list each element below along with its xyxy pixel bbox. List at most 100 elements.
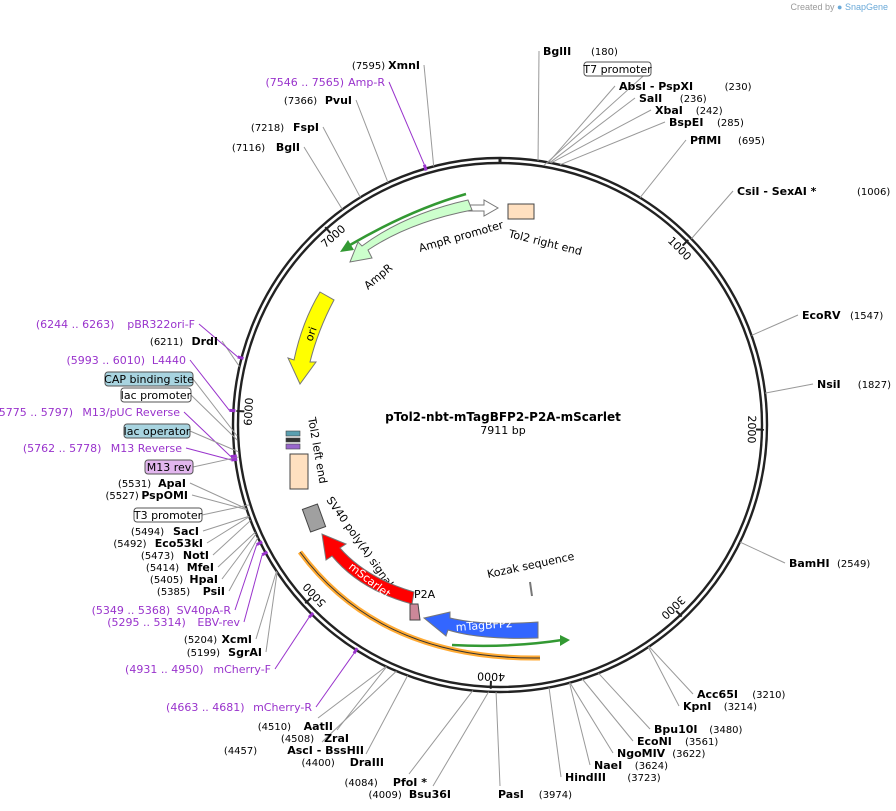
ori-arrow[interactable] (287, 291, 335, 385)
mtagbfp2-arrow[interactable] (422, 611, 539, 639)
lac-promoter-label[interactable]: lac promoter (120, 387, 192, 403)
primer-range: (5295 .. 5314) (107, 616, 186, 629)
feature-leader (201, 504, 250, 516)
site-position: (3561) (685, 737, 718, 748)
restriction-site[interactable]: SacI(5494) (131, 525, 199, 538)
restriction-site[interactable]: BglI(7116) (232, 141, 300, 154)
t7-promoter-label[interactable]: T7 promoter (582, 61, 652, 77)
label-box (120, 387, 192, 403)
primer[interactable]: M13 Reverse(5762 .. 5778) (23, 442, 182, 455)
ampr-promoter-arrow[interactable] (467, 199, 500, 217)
restriction-site[interactable]: SgrAI(5199) (187, 646, 262, 659)
restriction-site[interactable]: DraIII(4400) (302, 756, 384, 769)
tol2-right-end-box[interactable] (507, 203, 535, 220)
primer[interactable]: mCherry-F(4931 .. 4950) (125, 663, 271, 676)
p2a-box[interactable] (409, 603, 421, 621)
lac-promoter-box[interactable] (285, 443, 301, 450)
restriction-site[interactable]: PsiI(5385) (157, 585, 225, 598)
site-position: (5414) (146, 563, 179, 574)
restriction-site[interactable]: PasI(3974) (498, 788, 572, 801)
site-position: (695) (738, 136, 765, 147)
primer[interactable]: pBR322ori-F(6244 .. 6263) (36, 318, 195, 331)
primer-mark (352, 647, 359, 655)
restriction-site[interactable]: PvuI(7366) (284, 94, 352, 107)
primer-leader (198, 323, 239, 358)
primer[interactable]: L4440(5993 .. 6010) (66, 354, 186, 367)
restriction-site[interactable]: EcoNI(3561) (637, 735, 718, 748)
site-position: (3214) (724, 702, 757, 713)
restriction-site[interactable]: AatII(4510) (258, 720, 333, 733)
primer[interactable]: Amp-R (7546 .. 7565) (265, 76, 385, 89)
site-position: (5405) (150, 575, 183, 586)
restriction-site[interactable]: AbsI - PspXI(230) (619, 80, 752, 93)
ampr-orf-arrowhead (340, 240, 354, 252)
lac-operator-box[interactable] (285, 430, 301, 437)
tol2-left-end-box[interactable] (289, 453, 309, 490)
site-name: PfoI * (393, 776, 427, 789)
restriction-site[interactable]: MfeI(5414) (146, 561, 214, 574)
restriction-site[interactable]: Eco53kI(5492) (113, 537, 203, 550)
restriction-site[interactable]: HindIII(3723) (565, 771, 661, 784)
restriction-site[interactable]: XbaI(242) (655, 104, 723, 117)
restriction-site[interactable]: Bpu10I(3480) (654, 723, 743, 736)
site-name: Eco53kI (155, 537, 203, 550)
primer[interactable]: SV40pA-R(5349 .. 5368) (92, 604, 232, 617)
primer[interactable]: M13/pUC Reverse(5775 .. 5797) (0, 406, 180, 419)
restriction-site[interactable]: HpaI(5405) (150, 573, 218, 586)
restriction-site[interactable]: EcoRV(1547) (802, 309, 883, 322)
primer-leader (189, 359, 230, 411)
primer-mark (261, 550, 269, 557)
restriction-site[interactable]: NgoMIV(3622) (617, 747, 706, 760)
restriction-site[interactable]: DrdI(6211) (150, 335, 218, 348)
primer[interactable]: EBV-rev(5295 .. 5314) (107, 616, 240, 629)
mscarlet-arrow[interactable] (321, 533, 415, 605)
m13-rev-label[interactable]: M13 rev (144, 459, 194, 475)
restriction-site[interactable]: FspI(7218) (251, 121, 319, 134)
site-name: DrdI (191, 335, 218, 348)
restriction-site[interactable]: NsiI(1827) (817, 378, 891, 391)
plasmid-length: 7911 bp (480, 424, 525, 437)
primer-name: Amp-R (348, 76, 385, 89)
restriction-site[interactable]: BspEI(285) (669, 116, 744, 129)
restriction-site[interactable]: AscI - BssHII(4457) (224, 744, 364, 757)
restriction-site[interactable]: XcmI(5204) (184, 633, 252, 646)
restriction-site[interactable]: Acc65I(3210) (697, 688, 786, 701)
primer-range: (7546 .. 7565) (265, 76, 344, 89)
sv40-polya-box[interactable] (301, 503, 327, 533)
site-position: (5531) (118, 479, 151, 490)
restriction-site[interactable]: CsiI - SexAI *(1006) (737, 185, 890, 198)
tick-mark (681, 239, 690, 247)
site-position: (5494) (131, 527, 164, 538)
primer-range: (5775 .. 5797) (0, 406, 73, 419)
primer-range: (4931 .. 4950) (125, 663, 204, 676)
restriction-site[interactable]: BamHI(2549) (789, 557, 870, 570)
cap-binding-site-label[interactable]: CAP binding site (104, 371, 194, 387)
site-name: Bsu36I (409, 788, 451, 801)
primer[interactable]: mCherry-R(4663 .. 4681) (166, 701, 312, 714)
tol2-right-end-label: Tol2 right end (506, 227, 583, 258)
t3-promoter-label[interactable]: T3 promoter (133, 507, 203, 523)
restriction-site[interactable]: XmnI(7595) (352, 59, 420, 72)
restriction-site[interactable]: KpnI(3214) (683, 700, 757, 713)
leader-line (317, 666, 387, 719)
feature-leader (189, 430, 239, 453)
restriction-site[interactable]: ApaI(5531) (118, 477, 186, 490)
restriction-site[interactable]: NaeI(3624) (594, 759, 668, 772)
ampr-arrow[interactable] (349, 199, 473, 263)
restriction-site[interactable]: PfoI *(4084) (345, 776, 428, 789)
restriction-site[interactable]: ZraI(4508) (281, 732, 349, 745)
leader-line (569, 682, 614, 754)
restriction-site[interactable]: BglII(180) (543, 45, 618, 58)
m13-rev-box[interactable] (285, 437, 301, 443)
primer-marks (229, 164, 428, 655)
restriction-site[interactable]: PflMI(695) (690, 134, 765, 147)
site-name: EcoRV (802, 309, 841, 322)
restriction-site[interactable]: SalI(236) (639, 92, 707, 105)
lac-operator-label[interactable]: lac operator (123, 423, 191, 439)
primer-mark (237, 355, 244, 360)
restriction-site[interactable]: NotI(5473) (141, 549, 209, 562)
snapgene-logo-icon: ● (837, 2, 843, 12)
restriction-site[interactable]: Bsu36I(4009) (369, 788, 451, 801)
primer-name: M13 Reverse (111, 442, 182, 455)
restriction-site[interactable]: PspOMI(5527) (106, 489, 188, 502)
